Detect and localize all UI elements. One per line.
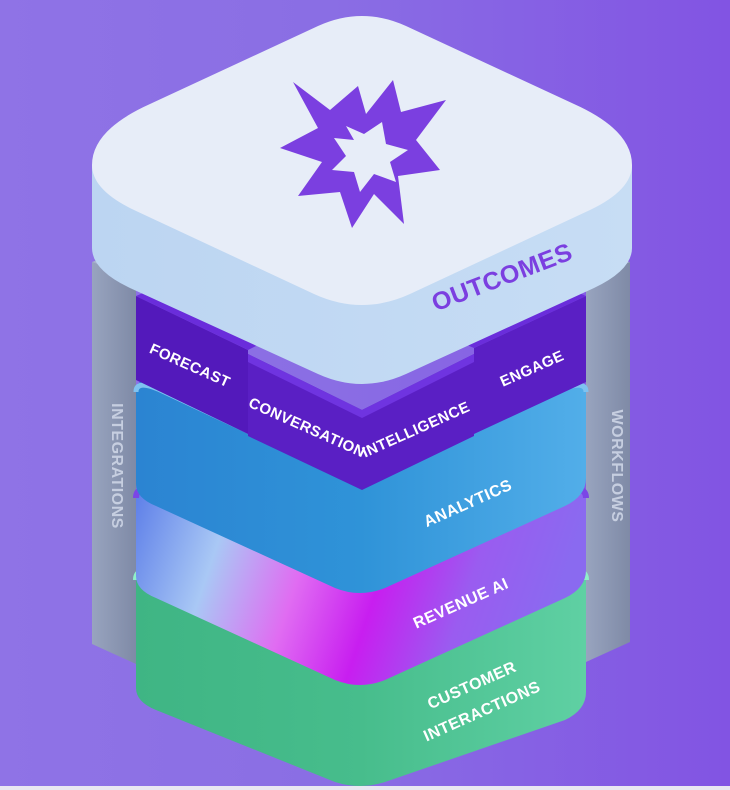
workflows-label: WORKFLOWS [608,410,625,523]
integrations-label: INTEGRATIONS [108,403,125,529]
conversation-intelligence-block [248,354,474,490]
outcomes-block [92,16,632,384]
starburst-logo-icon [280,80,446,228]
bottom-strip [0,786,730,790]
